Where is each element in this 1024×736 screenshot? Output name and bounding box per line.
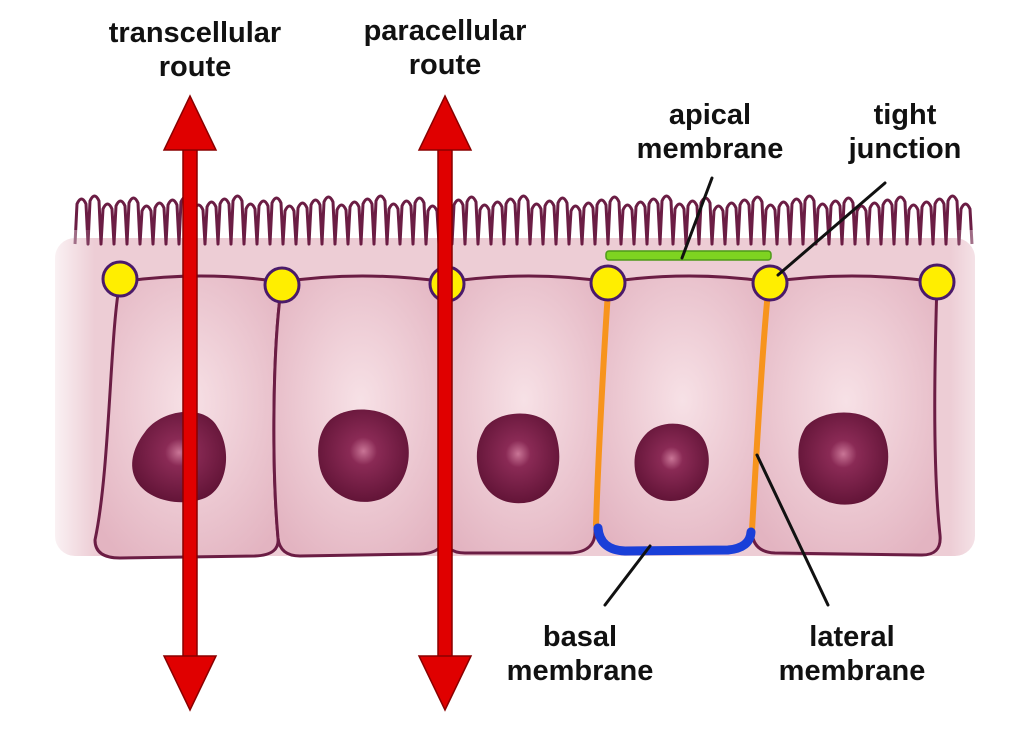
microvilli bbox=[73, 194, 974, 246]
transcellular-route-label: transcellular route bbox=[95, 16, 295, 84]
lateral-line2: membrane bbox=[778, 655, 926, 687]
paracellular-arrow bbox=[417, 94, 473, 712]
nuclei bbox=[132, 409, 889, 505]
apical-membrane-label: apical membrane bbox=[620, 98, 800, 166]
basal-membrane-label: basal membrane bbox=[495, 620, 665, 688]
apical-leader bbox=[680, 176, 714, 260]
basal-membrane bbox=[593, 523, 756, 556]
apical-membrane bbox=[605, 250, 772, 261]
tight-junction-2 bbox=[263, 266, 301, 304]
transcellular-line1: transcellular bbox=[108, 17, 282, 49]
microvilli-outline bbox=[73, 194, 974, 246]
transcellular-line2: route bbox=[158, 51, 232, 83]
apical-line2: membrane bbox=[636, 133, 784, 165]
transcellular-arrow bbox=[162, 94, 218, 712]
right-edge-fade bbox=[950, 230, 1010, 565]
nucleus-2 bbox=[318, 409, 409, 502]
paracellular-route-label: paracellular route bbox=[345, 14, 545, 82]
tight-line2: junction bbox=[848, 133, 962, 165]
paracellular-line1: paracellular bbox=[363, 15, 527, 47]
nucleus-3 bbox=[476, 413, 560, 504]
leader-lines bbox=[603, 176, 887, 607]
tight-line1: tight bbox=[873, 99, 937, 131]
tight-junction-label: tight junction bbox=[820, 98, 990, 166]
lateral-leader bbox=[755, 453, 830, 607]
nucleus-1 bbox=[132, 411, 227, 503]
tight-junction-1 bbox=[101, 260, 139, 298]
cell-4 bbox=[593, 274, 772, 554]
basal-line1: basal bbox=[542, 621, 618, 653]
lateral-membrane-right bbox=[749, 289, 771, 533]
lateral-membrane-label: lateral membrane bbox=[762, 620, 942, 688]
basal-line2: membrane bbox=[506, 655, 654, 687]
tight-junction-4 bbox=[589, 264, 627, 302]
paracellular-line2: route bbox=[408, 49, 482, 81]
tight-junction-6 bbox=[918, 263, 956, 301]
nucleus-5 bbox=[798, 412, 889, 505]
left-edge-fade bbox=[40, 230, 95, 565]
lateral-membrane-left bbox=[593, 289, 611, 528]
apical-line1: apical bbox=[668, 99, 752, 131]
membrane-highlights bbox=[593, 250, 772, 556]
nucleus-4 bbox=[634, 423, 709, 501]
lateral-line1: lateral bbox=[809, 621, 895, 653]
tight-junction-leader bbox=[776, 181, 887, 277]
basal-leader bbox=[603, 544, 652, 607]
